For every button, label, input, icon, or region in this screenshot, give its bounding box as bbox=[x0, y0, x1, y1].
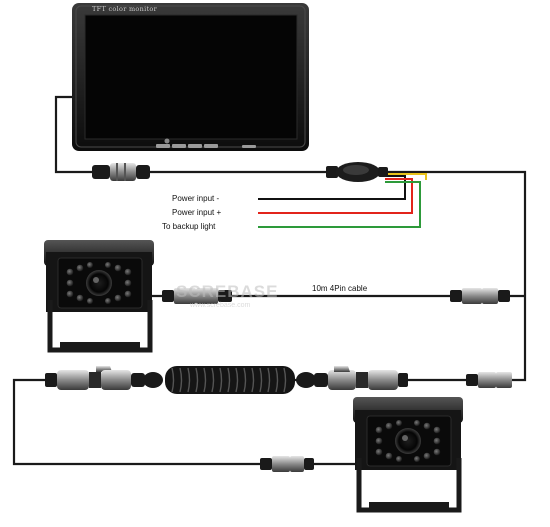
coiled-trailer-cable bbox=[45, 366, 408, 394]
watermark-url: www.screbase.com bbox=[190, 302, 251, 309]
monitor-connector bbox=[92, 163, 150, 181]
trunk-connector bbox=[466, 372, 512, 388]
power-junction-box bbox=[326, 162, 388, 182]
monitor-screen bbox=[85, 15, 297, 139]
camera-lens bbox=[395, 428, 421, 454]
monitor-buttons bbox=[156, 138, 256, 148]
rear-camera-1 bbox=[44, 240, 154, 353]
camera-lens bbox=[86, 270, 112, 296]
camera-2-connector bbox=[260, 456, 314, 472]
label-cable-length: 10m 4Pin cable bbox=[312, 284, 368, 293]
label-power-input-positive: Power input + bbox=[172, 208, 222, 217]
power-wires bbox=[258, 173, 427, 228]
cable-10m-connector bbox=[450, 288, 510, 304]
rear-camera-2 bbox=[353, 397, 463, 513]
monitor-title: TFT color monitor bbox=[92, 5, 158, 13]
camera-1-connector bbox=[162, 288, 232, 304]
watermark-brand: SCREBASE bbox=[176, 282, 279, 301]
tft-monitor bbox=[72, 3, 309, 151]
label-power-input-negative: Power input - bbox=[172, 194, 220, 203]
label-backup-light: To backup light bbox=[162, 222, 216, 231]
